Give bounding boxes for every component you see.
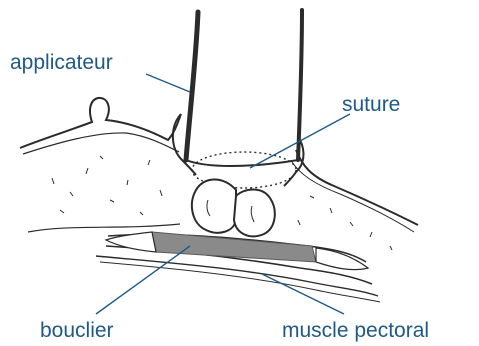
label-suture: suture	[342, 94, 400, 115]
tissue-lower-boundary	[28, 224, 180, 232]
label-muscle-pectoral: muscle pectoral	[282, 320, 429, 341]
skin-fold-right	[284, 140, 303, 186]
applicator-right-wall	[298, 10, 302, 160]
leader-applicateur	[146, 74, 190, 92]
applicator-left-wall	[186, 12, 198, 160]
applicator-base	[186, 160, 298, 166]
tissue-lobe-left	[192, 180, 236, 233]
label-applicateur: applicateur	[10, 52, 113, 73]
skin-outline-upper-2	[23, 133, 179, 154]
skin-fold-left	[173, 114, 196, 175]
skin-outline-upper	[20, 98, 181, 148]
label-bouclier: bouclier	[40, 320, 114, 341]
tissue-lobe-right	[234, 190, 275, 237]
leader-bouclier	[96, 246, 190, 314]
skin-outline-right	[296, 150, 418, 225]
